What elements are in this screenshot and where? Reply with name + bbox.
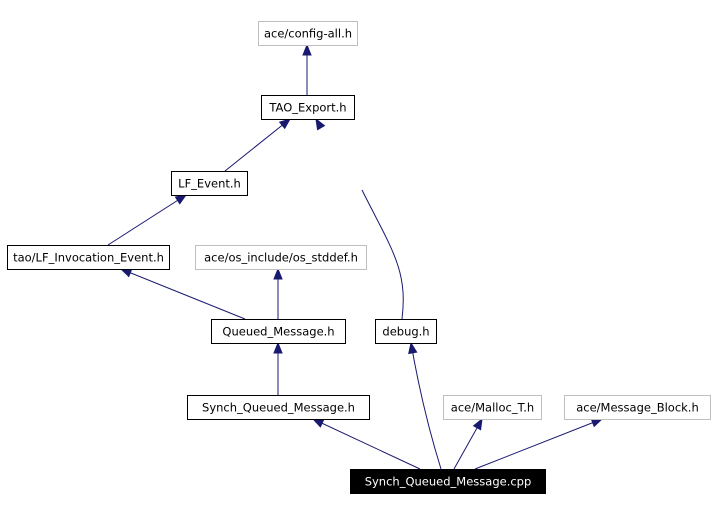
node-label: ace/config-all.h bbox=[264, 27, 352, 41]
edges-layer bbox=[107, 43, 604, 470]
node-label: LF_Event.h bbox=[178, 177, 241, 191]
node-synch-queued-message-h[interactable]: Synch_Queued_Message.h bbox=[187, 395, 370, 420]
node-debug[interactable]: debug.h bbox=[375, 319, 437, 344]
node-config-all: ace/config-all.h bbox=[258, 21, 358, 46]
edge-line bbox=[361, 189, 404, 320]
node-box bbox=[261, 95, 355, 120]
node-malloc-t: ace/Malloc_T.h bbox=[443, 395, 542, 420]
edge-lf_invocation_event-to-lf_event bbox=[107, 194, 188, 246]
edge-debug-to-tao_export bbox=[315, 117, 404, 320]
edge-synch_queued_message_cpp-to-synch_queued_message_h bbox=[311, 418, 421, 470]
node-box bbox=[187, 395, 370, 420]
edge-queued_message-to-lf_invocation_event bbox=[119, 268, 246, 320]
edge-queued_message-to-os_stddef bbox=[273, 267, 283, 319]
node-label: Synch_Queued_Message.h bbox=[202, 401, 355, 415]
edge-tao_export-to-config_all bbox=[302, 43, 312, 95]
node-box bbox=[350, 469, 546, 494]
node-box bbox=[195, 245, 367, 270]
node-label: debug.h bbox=[382, 325, 429, 339]
edge-line bbox=[474, 418, 603, 470]
edge-line bbox=[312, 418, 421, 470]
nodes-layer: ace/config-all.hTAO_Export.hLF_Event.hta… bbox=[7, 21, 711, 494]
arrowhead bbox=[174, 194, 188, 205]
arrowhead bbox=[472, 417, 483, 431]
node-box bbox=[211, 319, 346, 344]
arrowhead bbox=[302, 43, 312, 56]
node-label: ace/os_include/os_stddef.h bbox=[204, 251, 358, 265]
arrowhead bbox=[590, 418, 604, 428]
edge-synch_queued_message_cpp-to-debug bbox=[408, 341, 442, 470]
edge-line bbox=[224, 118, 291, 172]
node-lf-event[interactable]: LF_Event.h bbox=[171, 171, 248, 196]
node-lf-invocation-event[interactable]: tao/LF_Invocation_Event.h bbox=[7, 245, 170, 270]
node-label: ace/Malloc_T.h bbox=[451, 401, 534, 415]
arrowhead bbox=[119, 268, 133, 278]
edge-line bbox=[410, 342, 442, 470]
node-label: TAO_Export.h bbox=[268, 101, 346, 115]
edge-line bbox=[107, 194, 187, 246]
arrowhead bbox=[408, 341, 418, 355]
edge-line bbox=[120, 268, 246, 320]
arrowhead bbox=[315, 117, 326, 131]
node-box bbox=[564, 395, 711, 420]
node-queued-message[interactable]: Queued_Message.h bbox=[211, 319, 346, 344]
node-box bbox=[171, 171, 248, 196]
node-box bbox=[7, 245, 170, 270]
node-box bbox=[375, 319, 437, 344]
node-message-block: ace/Message_Block.h bbox=[564, 395, 711, 420]
edge-lf_event-to-tao_export bbox=[224, 118, 292, 172]
node-tao-export[interactable]: TAO_Export.h bbox=[261, 95, 355, 120]
arrowhead bbox=[311, 418, 325, 428]
node-label: tao/LF_Invocation_Event.h bbox=[13, 251, 164, 265]
edge-synch_queued_message_h-to-queued_message bbox=[273, 341, 283, 395]
node-os-stddef: ace/os_include/os_stddef.h bbox=[195, 245, 367, 270]
arrowhead bbox=[273, 267, 283, 280]
node-synch-queued-message-cpp[interactable]: Synch_Queued_Message.cpp bbox=[350, 469, 546, 494]
node-label: Queued_Message.h bbox=[222, 325, 334, 339]
edge-synch_queued_message_cpp-to-message_block bbox=[474, 418, 604, 470]
node-box bbox=[258, 21, 358, 46]
node-label: ace/Message_Block.h bbox=[576, 401, 699, 415]
node-label: Synch_Queued_Message.cpp bbox=[365, 475, 532, 489]
node-box bbox=[443, 395, 542, 420]
arrowhead bbox=[278, 118, 292, 130]
edge-synch_queued_message_cpp-to-malloc_t bbox=[453, 417, 483, 470]
arrowhead bbox=[273, 341, 283, 354]
